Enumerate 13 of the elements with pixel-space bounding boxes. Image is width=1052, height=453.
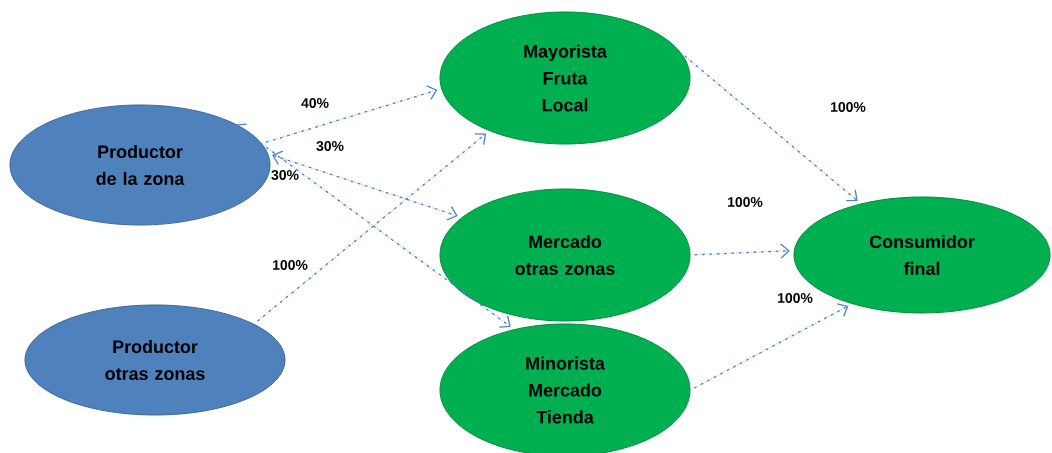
arrow [235,123,511,328]
edge-label: 40% [301,98,329,108]
edge-label: 100% [831,102,866,112]
arrow [683,55,858,202]
edge-label: 100% [728,197,763,207]
edge-label: 30% [271,170,299,180]
edge-label: 100% [273,260,308,270]
arrow [693,303,849,389]
edge-label: 30% [316,141,344,151]
arrow [693,243,790,259]
arrow [272,150,458,221]
arrow [256,133,487,322]
arrow [265,85,438,143]
